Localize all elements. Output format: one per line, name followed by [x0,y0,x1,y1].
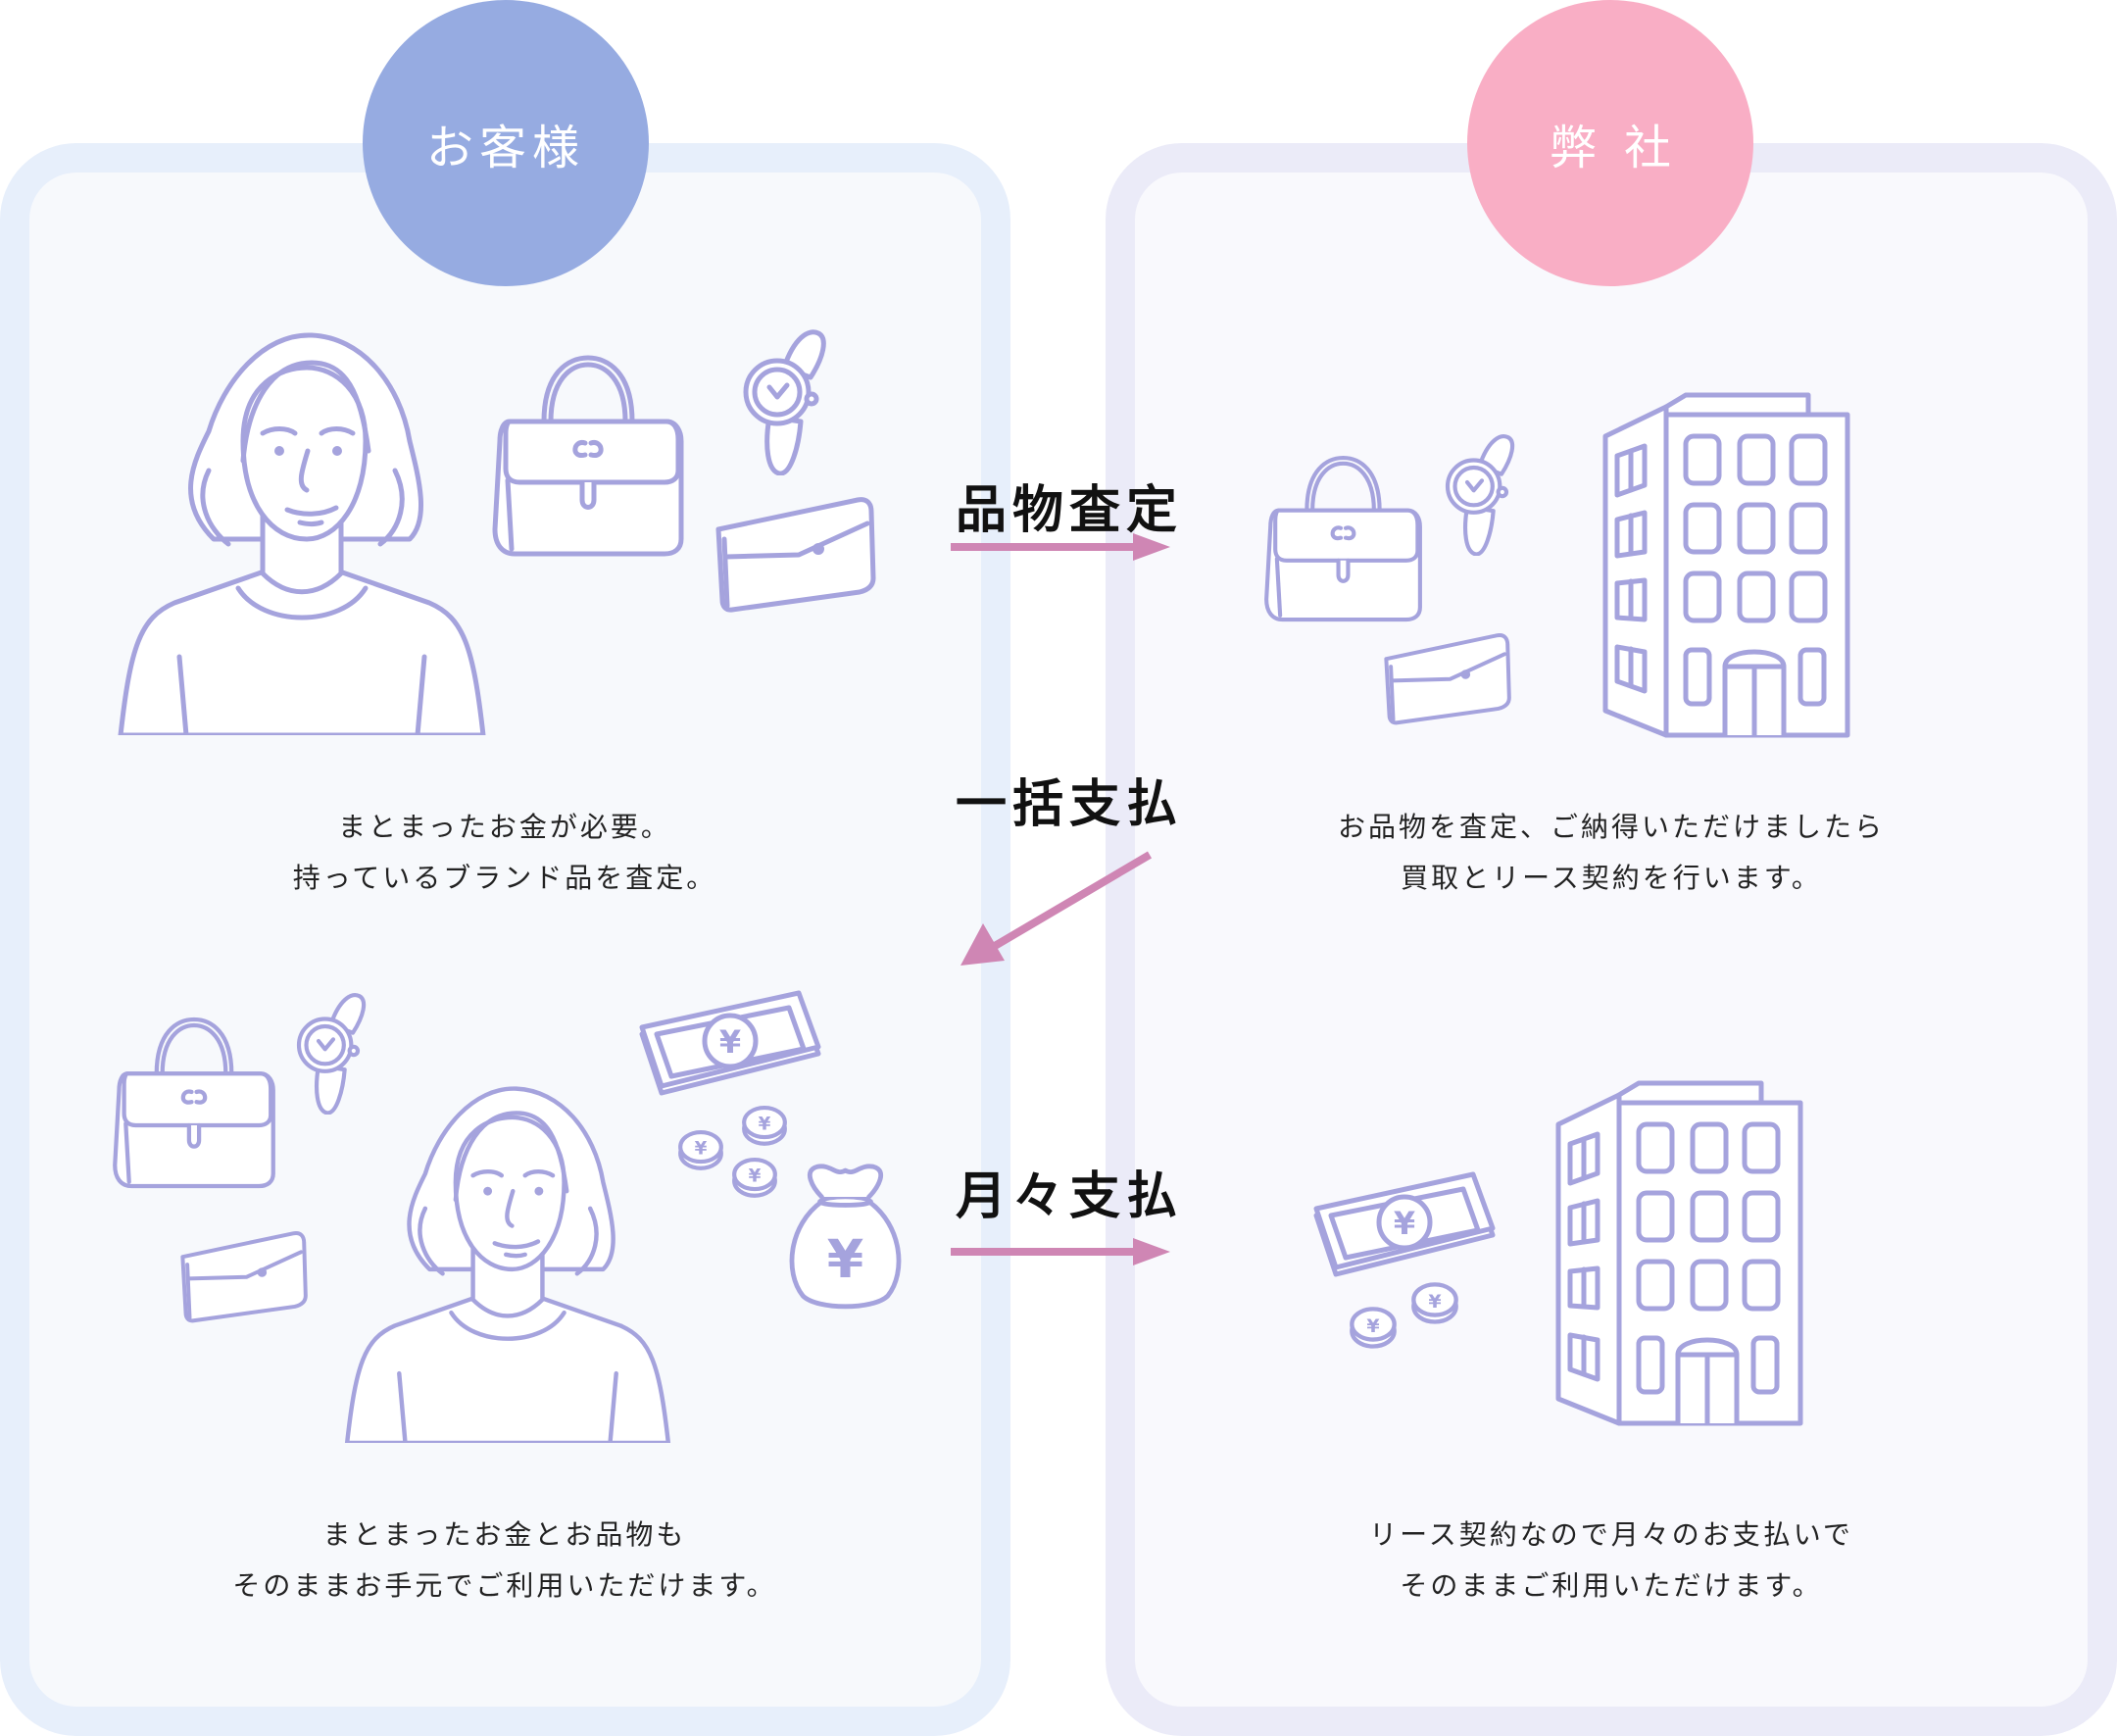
text-line: お品物を査定、ご納得いただけましたら [1337,811,1885,843]
yen-coin-icon [1348,1304,1399,1351]
text-line: そのままご利用いただけます。 [1400,1569,1823,1602]
yen-coin-icon [676,1127,725,1172]
handbag-icon [1262,453,1424,624]
yen-coin-icon [1409,1279,1460,1326]
text-line: まとまったお金が必要。 [338,811,671,843]
text-line: まとまったお金とお品物も [322,1518,687,1551]
arrow-right-icon [951,1238,1170,1265]
company-panel [1106,143,2117,1736]
company-step1-description: お品物を査定、ご納得いただけましたら 買取とリース契約を行います。 [1288,802,1935,904]
text-line: 持っているブランド品を査定。 [292,862,717,894]
company-badge: 弊社 [1467,0,1753,286]
flow-label-monthly-payment: 月々支払 [956,1167,1184,1226]
handbag-icon [111,1015,277,1191]
yen-coin-icon [740,1103,789,1148]
yen-coin-icon [730,1155,779,1200]
building-icon [1551,1075,1805,1428]
wallet-icon [711,490,877,613]
flow-label-appraisal: 品物査定 [956,481,1184,540]
woman-icon [341,1078,674,1443]
company-badge-label: 弊社 [1549,121,1699,175]
yen-banknotes-icon [1311,1171,1498,1279]
customer-panel [0,143,1010,1736]
yen-money-bag-icon [784,1159,907,1311]
building-icon [1598,387,1852,740]
customer-badge-label: お客様 [425,121,585,175]
arrow-right-icon [951,533,1170,561]
woman-icon [116,323,488,735]
handbag-icon [490,353,686,559]
watch-icon [1443,433,1516,556]
flow-label-lump-sum-payment: 一括支払 [956,775,1184,834]
customer-badge: お客様 [363,0,649,286]
arrow-down-left-icon [960,851,1153,966]
customer-step1-description: まとまったお金が必要。 持っているブランド品を査定。 [181,802,828,904]
watch-icon [740,328,828,475]
wallet-icon [1380,627,1512,725]
yen-banknotes-icon [637,990,823,1098]
wallet-icon [176,1225,309,1323]
customer-step2-description: まとまったお金とお品物も そのままお手元でご利用いただけます。 [181,1510,828,1612]
text-line: リース契約なので月々のお支払いで [1369,1518,1853,1551]
text-line: そのままお手元でご利用いただけます。 [232,1569,777,1602]
company-step2-description: リース契約なので月々のお支払いで そのままご利用いただけます。 [1288,1510,1935,1612]
text-line: 買取とリース契約を行います。 [1401,862,1822,894]
